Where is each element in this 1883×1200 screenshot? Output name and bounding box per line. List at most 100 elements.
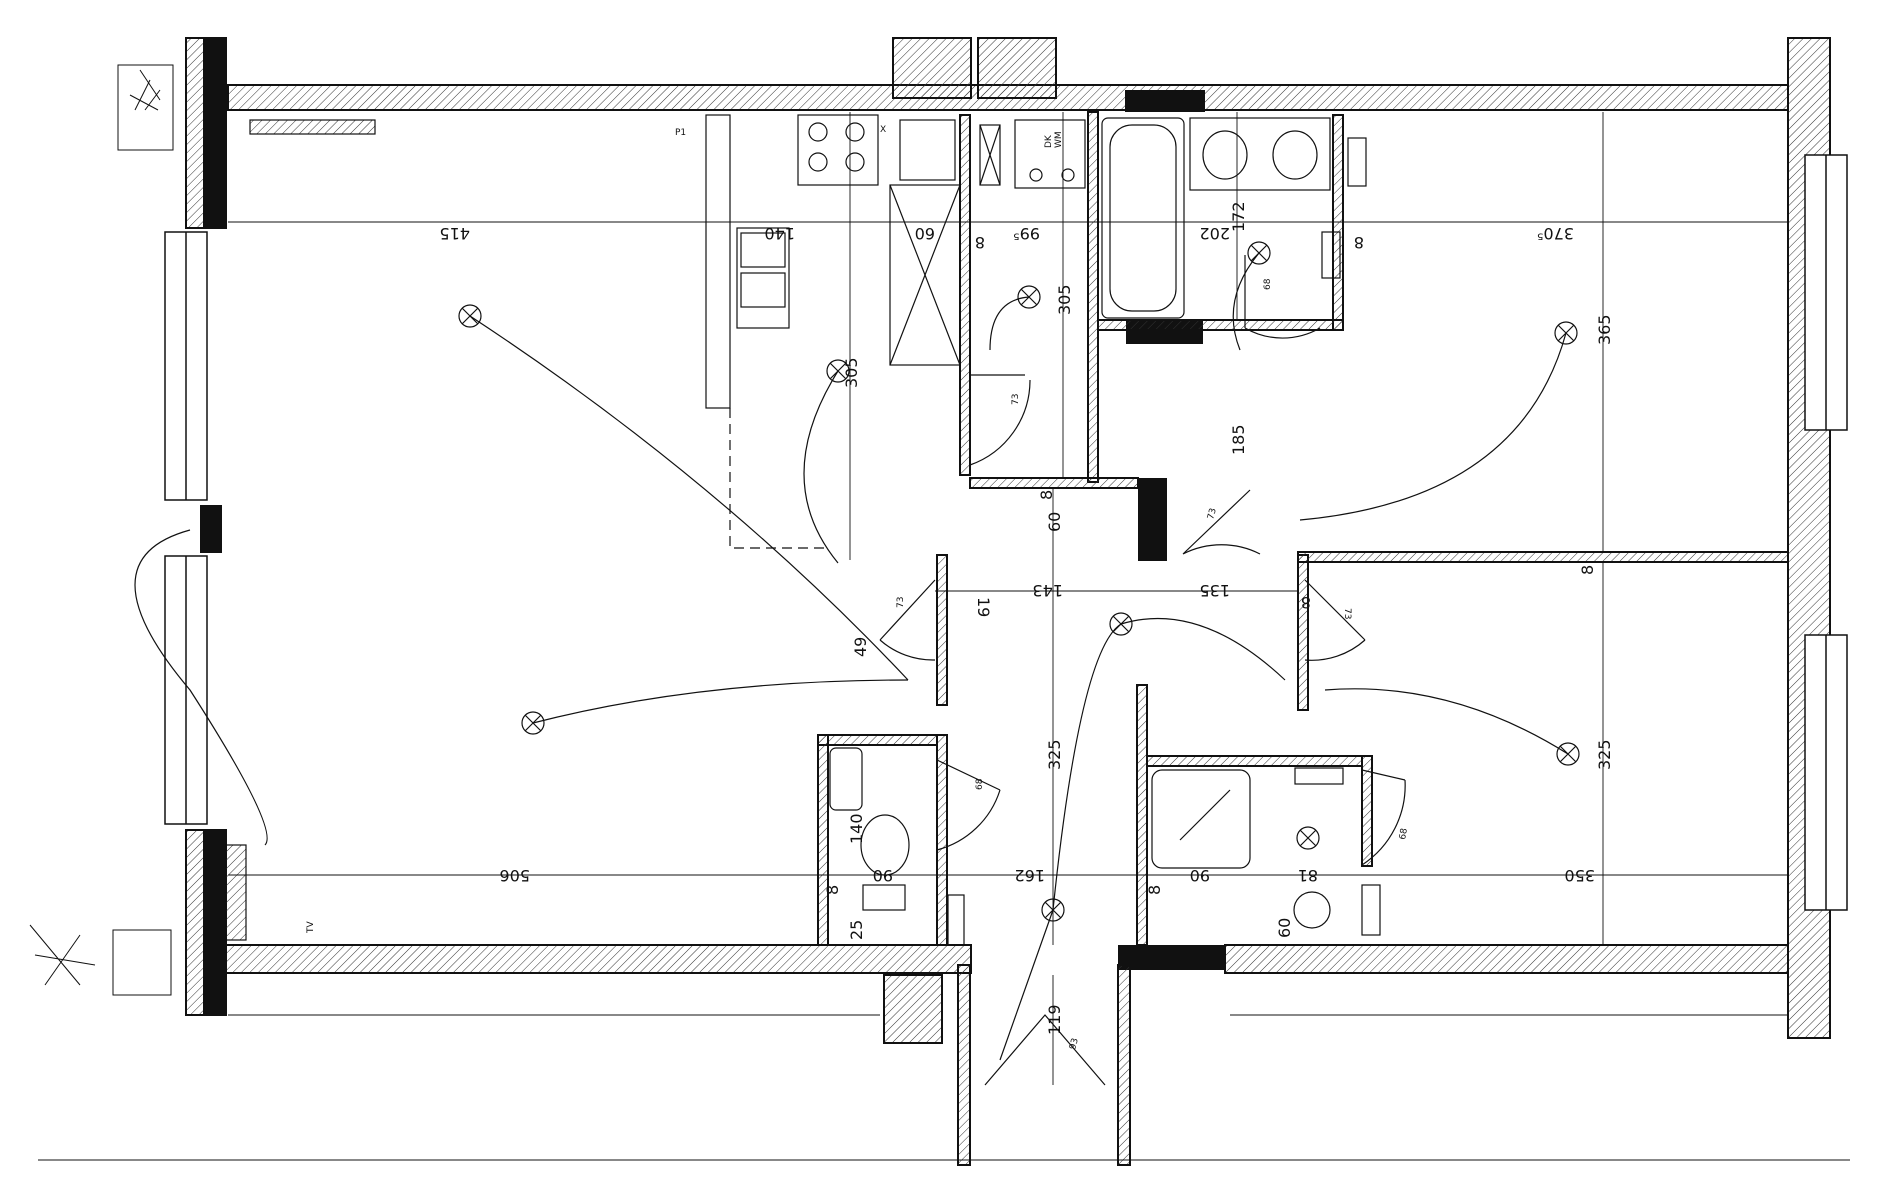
door-73-hall-r: 73 (1342, 608, 1352, 619)
dim-350: 350 (1564, 866, 1595, 885)
dim-325-right: 325 (1595, 739, 1614, 770)
door-93-entry: 93 (1068, 1037, 1081, 1051)
windows (164, 154, 1848, 911)
column (1138, 478, 1167, 561)
door-bed-top (1182, 489, 1261, 555)
kitchen-fixtures (705, 114, 1086, 549)
dim-325-hall: 325 (1045, 739, 1064, 770)
exterior-walls (185, 37, 1831, 1039)
bath-bottom-wall (1097, 319, 1344, 331)
hall-left-wall-upper (936, 554, 948, 706)
planter (117, 64, 174, 151)
toilet (860, 814, 910, 876)
washbasin (1189, 117, 1331, 191)
plant-icon (129, 69, 161, 111)
columns (200, 38, 1226, 1015)
dim-119: 119 (1045, 1004, 1064, 1035)
dim-99: 99⁵ (1013, 224, 1040, 243)
dim-370: 370⁵ (1537, 224, 1574, 243)
planter (112, 929, 172, 996)
dimension-lines (228, 112, 1788, 1085)
sink (736, 227, 790, 329)
shower-sink (1293, 891, 1331, 929)
corridor-left-wall (957, 964, 971, 1166)
interior-walls (817, 111, 1789, 1166)
wc-fixtures (829, 747, 1381, 946)
column (203, 830, 225, 1015)
shaft-box (883, 974, 943, 1044)
dim-49: 49 (851, 637, 870, 657)
plant-icon (29, 924, 96, 986)
wc-left-wall (817, 734, 829, 946)
door-wc (936, 759, 1001, 851)
wc-basin (829, 747, 863, 811)
radiator (225, 844, 247, 941)
column (203, 38, 225, 228)
top-protrusion-right (977, 37, 1057, 99)
dim-81: 81 (1298, 866, 1318, 885)
column (1125, 90, 1205, 112)
radiator (249, 119, 376, 135)
shower-top-wall (1146, 755, 1363, 767)
door-kitchen (969, 374, 1031, 466)
dim-8-wc: 8 (823, 885, 842, 895)
shower-left-wall (1136, 684, 1148, 946)
dim-8-hall-v: 8 (1037, 490, 1056, 500)
dim-90-wc: 90 (873, 866, 893, 885)
fridge (889, 184, 961, 366)
hall-top-wall (969, 477, 1139, 489)
radiators (225, 119, 376, 941)
dim-305-kitchen: 305 (842, 357, 861, 388)
hall-right-wall (1297, 554, 1309, 711)
kitchen-counter (705, 114, 731, 409)
dk-wm (1014, 119, 1086, 189)
doors (879, 255, 1406, 1086)
door-shower (1361, 769, 1406, 866)
shower-tray (1151, 769, 1251, 869)
door-68-shower: 68 (1398, 827, 1410, 840)
dim-365: 365 (1595, 314, 1614, 345)
dim-8-shower: 8 (1145, 885, 1164, 895)
dim-60: 60 (915, 224, 935, 243)
bathroom-fixtures (1101, 117, 1367, 319)
door-bath (1244, 255, 1321, 339)
dim-8-hall: 8 (1301, 593, 1311, 612)
stove (797, 114, 879, 186)
dim-140-wc: 140 (847, 813, 866, 844)
corridor-right-wall (1117, 964, 1131, 1166)
dim-305-hall: 305 (1055, 284, 1074, 315)
shower-right-wall (1361, 755, 1373, 867)
bed-divider (1297, 551, 1789, 563)
dim-143: 143 (1032, 581, 1063, 600)
bottom-wall-right (1224, 944, 1789, 974)
column (200, 505, 222, 553)
balcony (29, 64, 174, 996)
shower-radiator-2 (1361, 884, 1381, 936)
top-protrusion-left (892, 37, 972, 99)
door-68-bath: 68 (1263, 278, 1273, 290)
bottom-wall-left (225, 944, 972, 974)
bathtub (1101, 117, 1185, 319)
door-73-kitchen: 73 (1011, 394, 1021, 405)
electrical (458, 241, 1580, 922)
door-entry (984, 1014, 1106, 1086)
door-hall-left (879, 579, 936, 661)
dim-185: 185 (1229, 424, 1248, 455)
door-73-hall-l: 73 (896, 597, 906, 608)
dim-90-shower: 90 (1190, 866, 1210, 885)
vent-label: X (880, 125, 886, 135)
towel-radiator (1321, 231, 1341, 279)
dim-506: 506 (499, 866, 530, 885)
ceiling-light-icon (1296, 826, 1320, 850)
door-73-bed: 73 (1206, 507, 1219, 521)
dim-202: 202 (1199, 224, 1230, 243)
dim-415: 415 (439, 224, 470, 243)
wm-label: WM (1054, 131, 1064, 148)
frame (38, 1014, 1850, 1161)
kitchen-right-wall (959, 114, 971, 476)
dim-135: 135 (1199, 581, 1230, 600)
dim-140: 140 (764, 224, 795, 243)
dim-172: 172 (1229, 201, 1248, 232)
storage (899, 119, 956, 181)
